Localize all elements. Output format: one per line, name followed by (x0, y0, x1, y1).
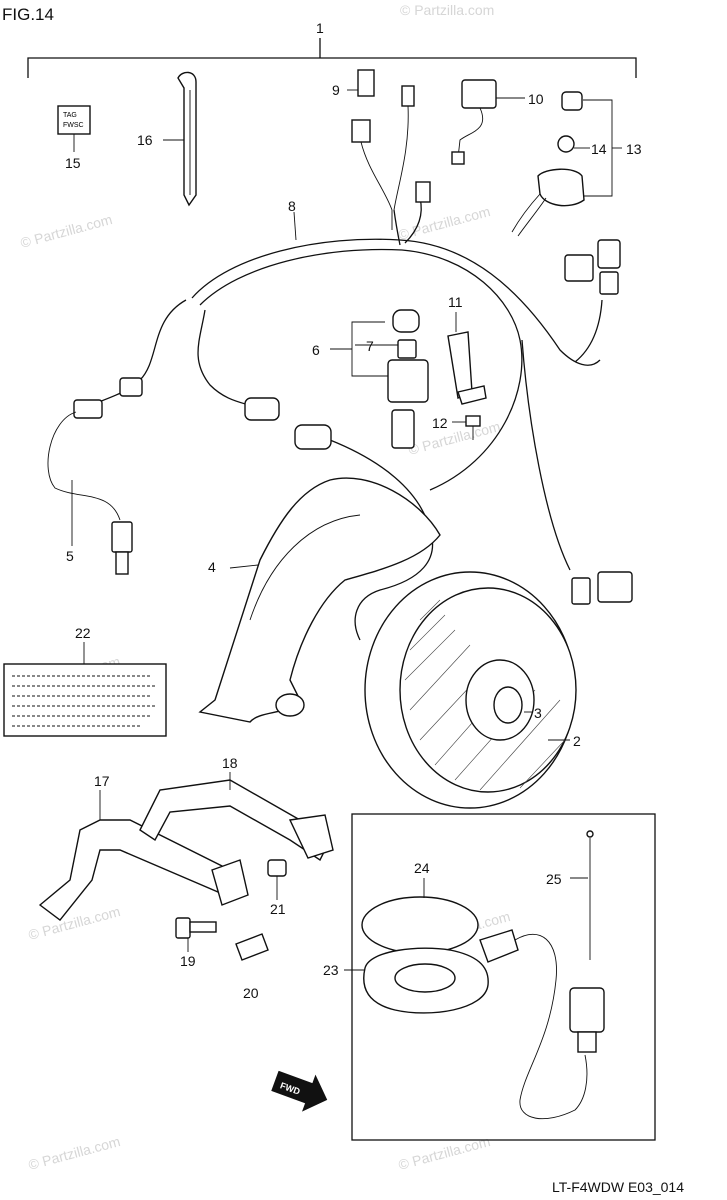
tag-part: TAG FWSC 15 (57, 105, 91, 171)
callout-8: 8 (288, 198, 296, 214)
fan-motor-part: 3 2 (364, 571, 581, 809)
callout-4: 4 (208, 559, 216, 575)
watermark: © Partzilla.com (400, 2, 494, 18)
callout-14: 14 (591, 141, 607, 157)
callout-25: 25 (546, 871, 562, 887)
callout-1: 1 (316, 20, 324, 36)
bulb-socket-part: 14 13 (511, 91, 642, 237)
tag-line-2: FWSC (63, 122, 84, 129)
sensor-part: 5 (47, 411, 133, 575)
watermark: © Partzilla.com (27, 1133, 122, 1173)
callout-11: 11 (448, 294, 463, 310)
watermark: © Partzilla.com (27, 903, 122, 943)
callout-10: 10 (528, 91, 544, 107)
callout-24: 24 (414, 860, 430, 876)
switch-part: 7 6 (312, 309, 429, 403)
watermark: © Partzilla.com (397, 1133, 492, 1173)
bracket-part: 11 12 (432, 294, 487, 440)
callout-3: 3 (534, 705, 542, 721)
harness-connectors (73, 181, 633, 605)
callout-2: 2 (573, 733, 581, 749)
callout-19: 19 (180, 953, 196, 969)
cover-part: 4 (198, 477, 441, 723)
callout-6: 6 (312, 342, 320, 358)
mounting-bracket-part: 17 18 (38, 755, 334, 921)
tag-line-1: TAG (63, 112, 77, 119)
clamp-band: 16 (137, 71, 197, 207)
callout-5: 5 (66, 548, 74, 564)
label-sheet-part: 22 (3, 625, 167, 737)
callout-9: 9 (332, 82, 340, 98)
figure-label: FIG.14 (2, 5, 54, 24)
callout-17: 17 (94, 773, 110, 789)
drawing-code: LT-F4WDW E03_014 (552, 1179, 684, 1195)
relay-part: 10 (451, 79, 544, 165)
callout-20: 20 (243, 985, 259, 1001)
callout-15: 15 (65, 155, 81, 171)
watermark: © Partzilla.com (407, 418, 502, 458)
callout-23: 23 (323, 962, 339, 978)
callout-7: 7 (366, 338, 374, 354)
wiring-harness: 8 (79, 197, 603, 641)
assembly-bracket: 1 (27, 20, 637, 78)
hardware-parts: 19 20 21 (175, 859, 287, 1001)
fwd-arrow: FWD (271, 1070, 328, 1112)
callout-18: 18 (222, 755, 238, 771)
callout-16: 16 (137, 132, 153, 148)
pump-inset: 25 24 23 (323, 813, 656, 1141)
watermark: © Partzilla.com (19, 211, 114, 251)
callout-13: 13 (626, 141, 642, 157)
callout-22: 22 (75, 625, 91, 641)
connector-part: 9 (332, 69, 415, 230)
callout-12: 12 (432, 415, 448, 431)
callout-21: 21 (270, 901, 286, 917)
